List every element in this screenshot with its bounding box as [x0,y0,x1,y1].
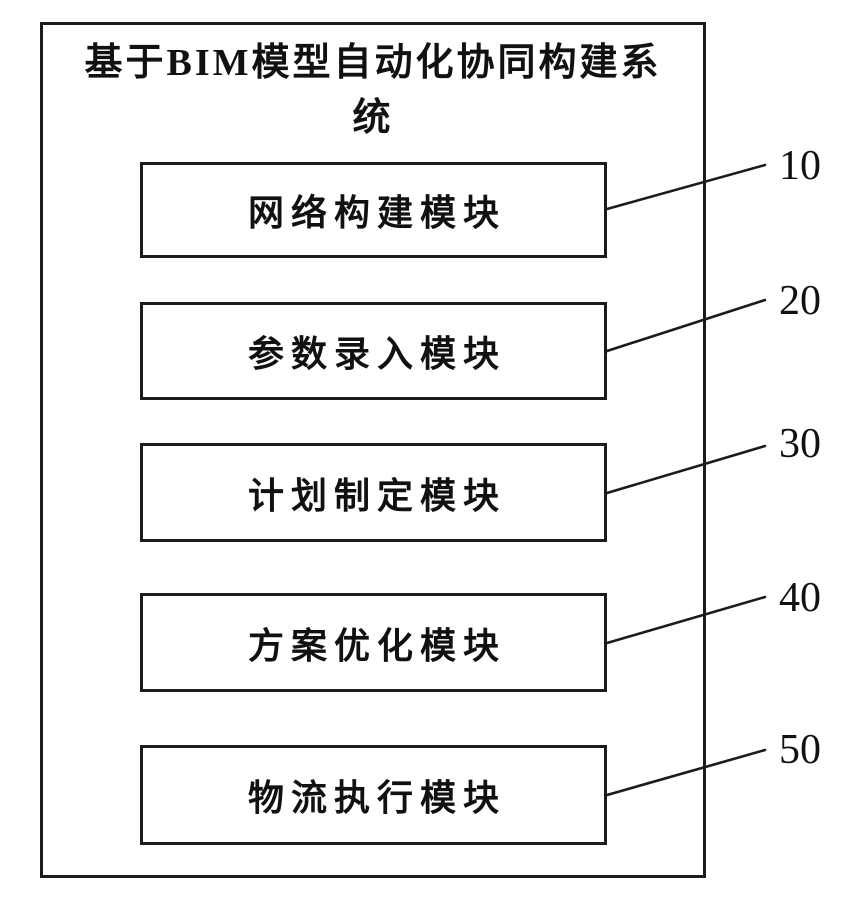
system-title-line-1: 基于BIM模型自动化协同构建系 [84,42,662,84]
module-label: 方案优化模块 [247,625,506,666]
ref-numeral-40: 40 [779,575,821,621]
module-box-plan-formulation: 计划制定模块 [140,443,607,542]
ref-numeral-50: 50 [779,727,821,773]
system-title-line-2: 统 [352,97,394,139]
module-box-scheme-optimization: 方案优化模块 [140,593,607,692]
module-box-parameter-entry: 参数录入模块 [140,302,607,400]
ref-numeral-20: 20 [779,278,821,324]
module-box-network-construction: 网络构建模块 [140,162,607,258]
module-box-logistics-execution: 物流执行模块 [140,745,607,845]
ref-numeral-30: 30 [779,421,821,467]
module-label: 计划制定模块 [247,475,506,516]
ref-numeral-10: 10 [779,143,821,189]
module-label: 参数录入模块 [247,334,506,374]
system-title: 基于BIM模型自动化协同构建系 统 [40,36,706,146]
module-label: 物流执行模块 [247,778,506,818]
module-label: 网络构建模块 [247,193,506,233]
